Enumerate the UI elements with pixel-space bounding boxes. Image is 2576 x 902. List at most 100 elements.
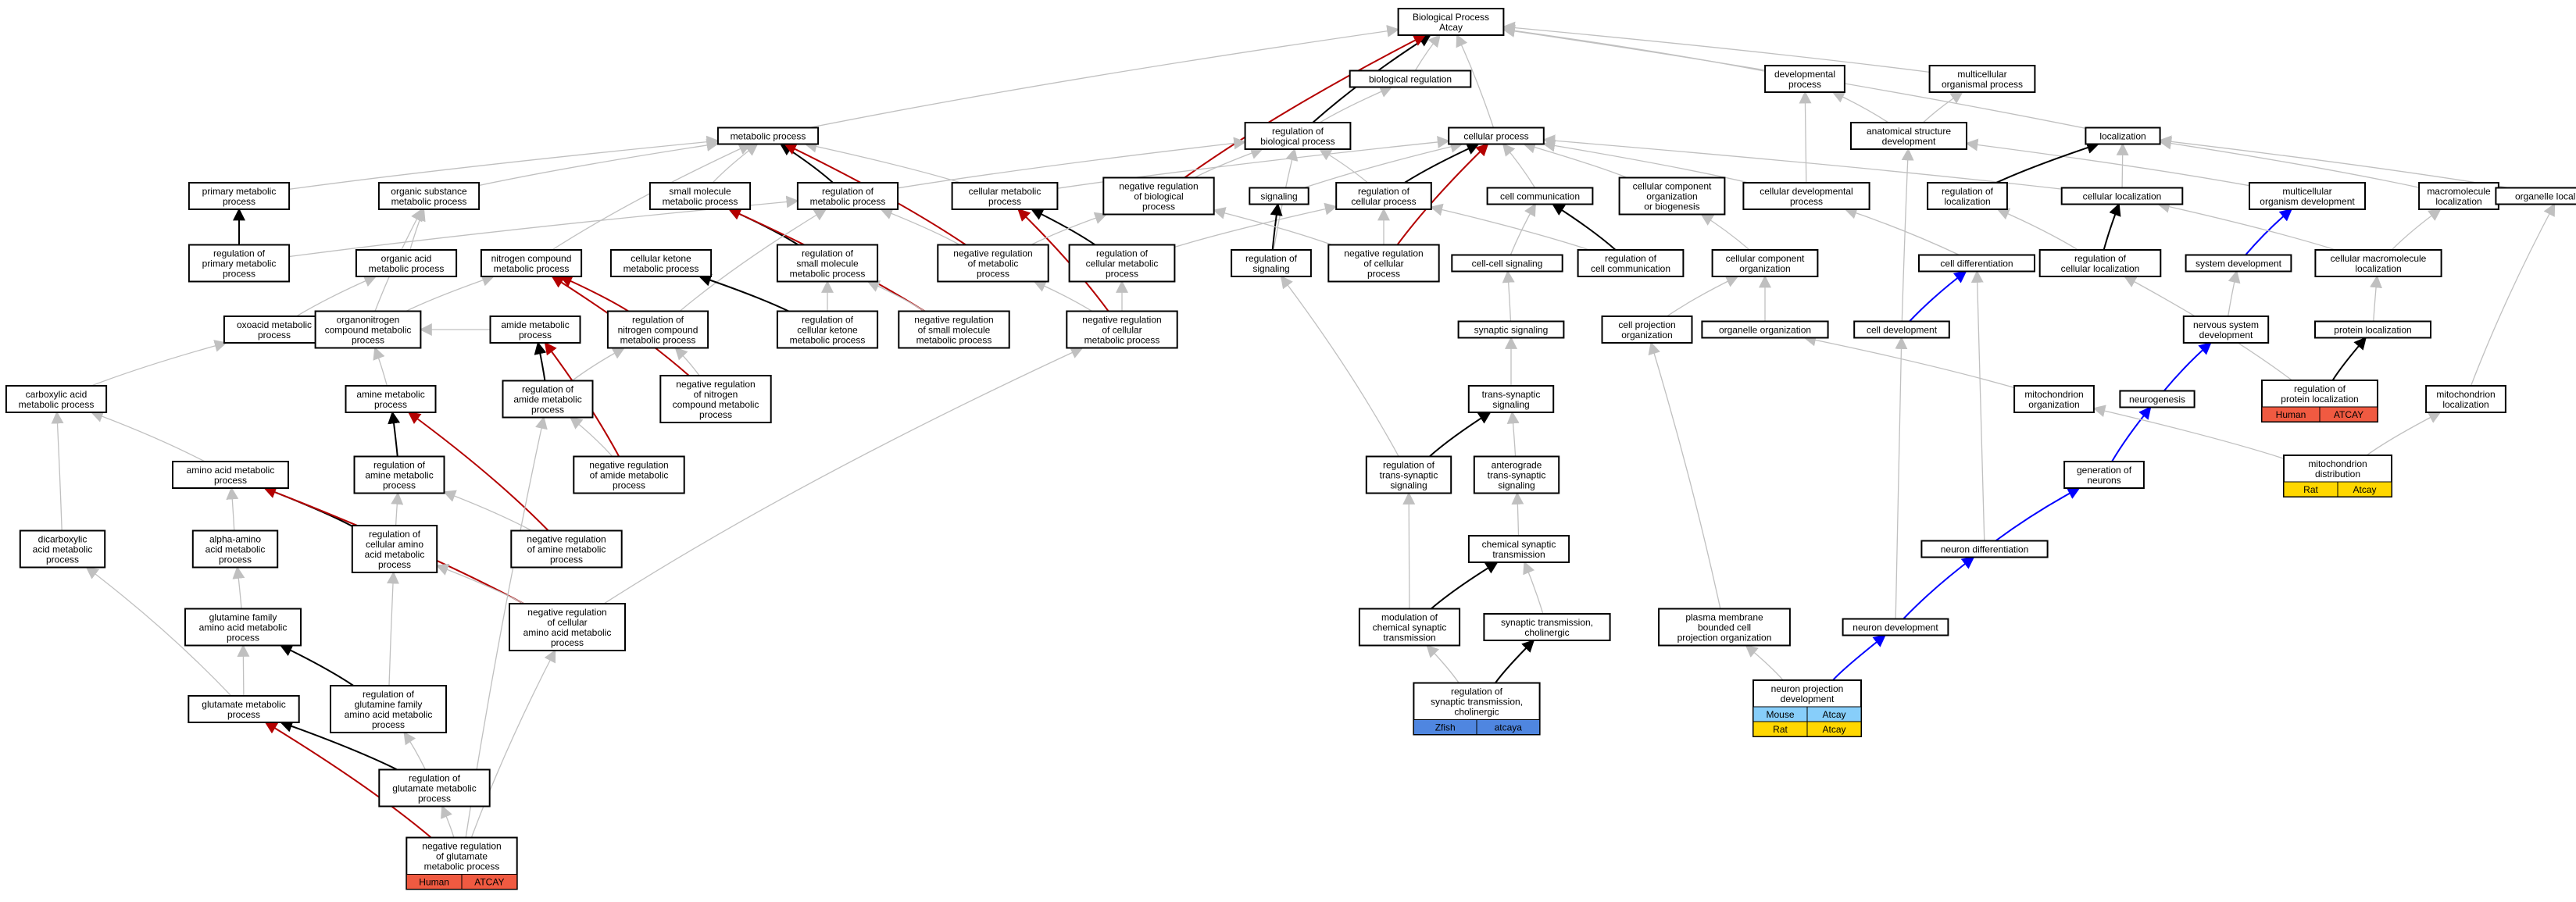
go-term-node[interactable]: organelle localization (2495, 187, 2576, 205)
relation-edge (809, 24, 1400, 129)
go-term-node[interactable]: cellular localization (2060, 187, 2184, 205)
relation-edge (603, 347, 1084, 604)
go-term-node[interactable]: cell development (1853, 320, 1950, 339)
go-term-node[interactable]: metabolic process (716, 127, 820, 145)
go-term-node[interactable]: protein localization (2314, 320, 2431, 339)
go-term-node[interactable]: cellular process (1448, 127, 1545, 145)
node-label-line: protein localization (2334, 325, 2411, 336)
go-term-node[interactable]: synaptic signaling (1457, 320, 1565, 339)
go-term-node[interactable]: neuron differentiation (1920, 540, 2049, 558)
go-term-node[interactable]: cell differentiation (1918, 254, 2035, 273)
relation-edge (388, 411, 401, 457)
node-label-line: negative regulation (527, 534, 606, 545)
node-label-line: macromolecule (2427, 186, 2491, 197)
go-term-node[interactable]: neuron development (1842, 618, 1949, 636)
species-tag: Human (2261, 406, 2321, 422)
go-term-node[interactable]: signaling (1249, 187, 1309, 205)
go-term-node[interactable]: synaptic transmission,cholinergic (1483, 613, 1611, 641)
go-term-node[interactable]: localization (2085, 127, 2161, 145)
node-label-line: projection organization (1677, 633, 1772, 644)
go-term-node[interactable]: organelle organization (1701, 320, 1829, 339)
node-label-line: of small molecule (918, 325, 991, 336)
go-term-node[interactable]: biological regulation (1349, 70, 1472, 88)
go-term-node[interactable]: neurogenesis (2119, 390, 2195, 408)
species-tag: Mouse (1752, 706, 1808, 722)
go-term-node[interactable]: system development (2185, 254, 2292, 273)
relation-edge (1506, 411, 1520, 457)
node-label-line: regulation of (2294, 383, 2346, 394)
go-term-node[interactable]: cell communication (1486, 187, 1594, 205)
go-term-node[interactable]: cell-cell signaling (1451, 254, 1563, 273)
